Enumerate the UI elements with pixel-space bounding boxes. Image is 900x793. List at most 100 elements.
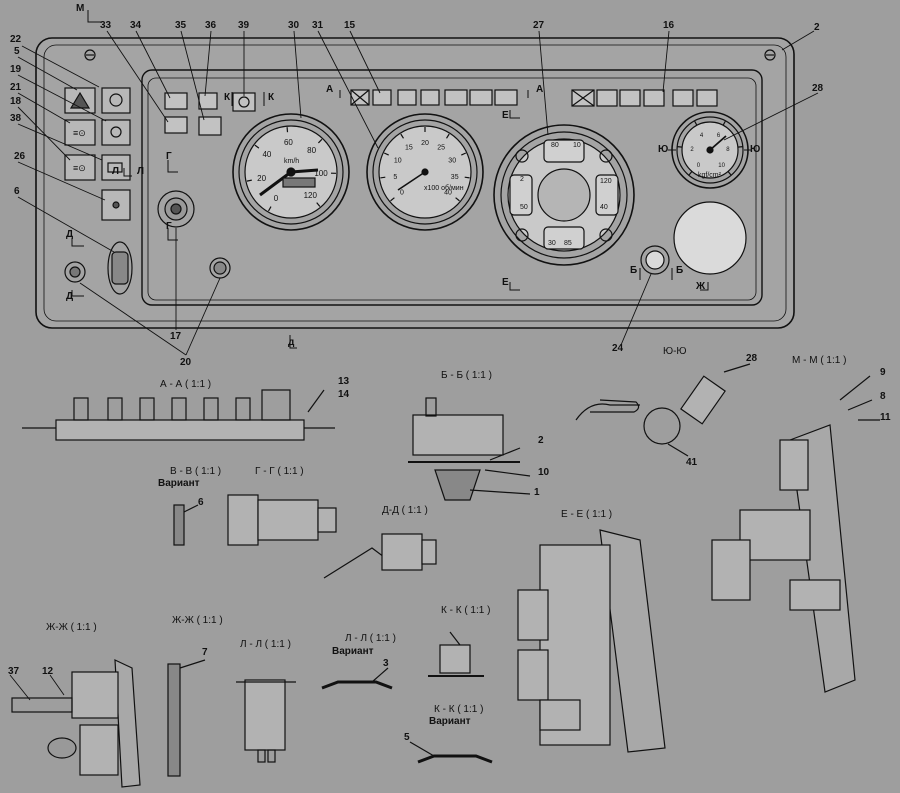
section-zh-zh-2 bbox=[167, 659, 206, 777]
marker-k: К bbox=[268, 92, 275, 103]
callout-2-bb: 2 bbox=[538, 435, 544, 446]
dial-tick-label: 40 bbox=[262, 150, 271, 159]
dial-tick-mark bbox=[677, 146, 683, 148]
callout-18: 18 bbox=[10, 96, 22, 107]
dial-tick-label: 8 bbox=[726, 147, 730, 153]
variant-label-kk: Вариант bbox=[429, 716, 471, 727]
section-k-k-variant bbox=[409, 741, 493, 764]
dial-tick-label: 10 bbox=[718, 163, 725, 169]
combi-value-1: 80 bbox=[551, 142, 559, 149]
warning-lamp-24 bbox=[640, 245, 670, 275]
svg-text:≡⊙: ≡⊙ bbox=[73, 163, 86, 173]
dial-tick-label: 20 bbox=[257, 174, 266, 183]
combi-value-8: 30 bbox=[548, 240, 556, 247]
dial-tick-label: 15 bbox=[405, 145, 413, 152]
callout-26: 26 bbox=[14, 151, 26, 162]
dial-tick-label: 5 bbox=[393, 174, 397, 181]
callout-36: 36 bbox=[205, 20, 217, 31]
dial-tick-label: 100 bbox=[314, 169, 328, 178]
dial-tick-mark bbox=[445, 133, 450, 139]
combi-value-7: 85 bbox=[564, 240, 572, 247]
callout-10: 10 bbox=[538, 467, 550, 478]
callout-34: 34 bbox=[130, 20, 142, 31]
callout-38: 38 bbox=[10, 113, 22, 124]
callout-20: 20 bbox=[180, 357, 192, 368]
dial-tick-label: 4 bbox=[700, 133, 704, 139]
dial-tick-mark bbox=[390, 197, 395, 202]
callout-15: 15 bbox=[344, 20, 356, 31]
callout-28-yuyu: 28 bbox=[746, 353, 758, 364]
callout-2: 2 bbox=[814, 22, 820, 33]
indicator-strip-15 bbox=[350, 89, 518, 106]
section-title-zhzh-1: Ж-Ж ( 1:1 ) bbox=[46, 622, 97, 633]
marker-b-right: Б bbox=[676, 265, 684, 276]
dial-tick-mark bbox=[688, 171, 693, 176]
section-e-e bbox=[517, 529, 666, 753]
callout-8: 8 bbox=[880, 391, 886, 402]
dial-tick-label: 2 bbox=[690, 147, 694, 153]
callout-28: 28 bbox=[812, 83, 824, 94]
marker-g-bottom: Г bbox=[166, 221, 172, 232]
svg-text:≡⊙: ≡⊙ bbox=[73, 128, 86, 138]
dial-tick-label: 20 bbox=[421, 140, 429, 147]
dial-tick-label: 25 bbox=[437, 145, 445, 152]
callout-6-vv: 6 bbox=[198, 497, 204, 508]
callout-33: 33 bbox=[100, 20, 112, 31]
dial-tick-mark bbox=[737, 146, 743, 148]
callout-21: 21 bbox=[10, 82, 22, 93]
section-zh-zh-1 bbox=[11, 659, 141, 788]
section-l-l bbox=[236, 679, 296, 763]
marker-zh: Ж bbox=[696, 281, 706, 292]
dial-tick-mark bbox=[461, 152, 467, 156]
marker-k2: К bbox=[224, 92, 231, 103]
dial-tick-mark bbox=[254, 144, 260, 149]
dial-tick-mark bbox=[464, 176, 470, 179]
callout-41: 41 bbox=[686, 457, 698, 468]
marker-l-left: Л bbox=[112, 166, 120, 177]
marker-d-top: Д bbox=[66, 229, 74, 240]
marker-yu-right: Ю bbox=[750, 144, 761, 155]
section-title-dd: Д-Д ( 1:1 ) bbox=[382, 505, 428, 516]
dial-tick-label: 120 bbox=[304, 191, 318, 200]
section-title-ll-variant: Л - Л ( 1:1 ) bbox=[345, 633, 396, 644]
section-k-k bbox=[428, 631, 484, 677]
dial-tick-mark bbox=[727, 171, 732, 176]
dial-tick-mark bbox=[693, 120, 698, 126]
combi-value-4: 10 bbox=[573, 142, 581, 149]
marker-b-left: Б bbox=[630, 265, 638, 276]
combination-instrument bbox=[493, 124, 635, 266]
section-l-l-variant bbox=[321, 667, 393, 690]
marker-a-right: А bbox=[536, 84, 544, 95]
callout-22: 22 bbox=[10, 34, 22, 45]
callout-30: 30 bbox=[288, 20, 300, 31]
dial-tick-label: 10 bbox=[394, 157, 402, 164]
section-title-ll: Л - Л ( 1:1 ) bbox=[240, 639, 291, 650]
callout-5-kk: 5 bbox=[404, 732, 410, 743]
callout-12: 12 bbox=[42, 666, 54, 677]
section-title-yuyu: Ю-Ю bbox=[663, 346, 687, 357]
round-switches bbox=[157, 190, 231, 279]
dial-tick-label: 40 bbox=[444, 189, 452, 196]
indicator-row-left bbox=[164, 92, 256, 136]
section-title-mm: М - М ( 1:1 ) bbox=[792, 355, 847, 366]
marker-e-top: Е bbox=[502, 110, 509, 121]
combi-value-2: 120 bbox=[600, 178, 612, 185]
callout-11: 11 bbox=[880, 412, 891, 423]
leader-lines-panel bbox=[17, 30, 819, 356]
dial-tick-label: 0 bbox=[400, 189, 404, 196]
dial-tick-mark bbox=[722, 120, 727, 126]
variant-label-vv: Вариант bbox=[158, 478, 200, 489]
dial-tick-label: 30 bbox=[448, 157, 456, 164]
combi-value-5: 2 bbox=[520, 176, 524, 183]
left-switch-block: ≡⊙ ≡⊙ bbox=[64, 87, 131, 221]
callout-17: 17 bbox=[170, 331, 182, 342]
marker-l-right: Л bbox=[137, 166, 145, 177]
section-title-zhzh-2: Ж-Ж ( 1:1 ) bbox=[172, 615, 223, 626]
dial-tick-mark bbox=[383, 152, 389, 156]
dial-tick-label: 80 bbox=[307, 146, 316, 155]
section-title-ee: Е - Е ( 1:1 ) bbox=[561, 509, 613, 520]
